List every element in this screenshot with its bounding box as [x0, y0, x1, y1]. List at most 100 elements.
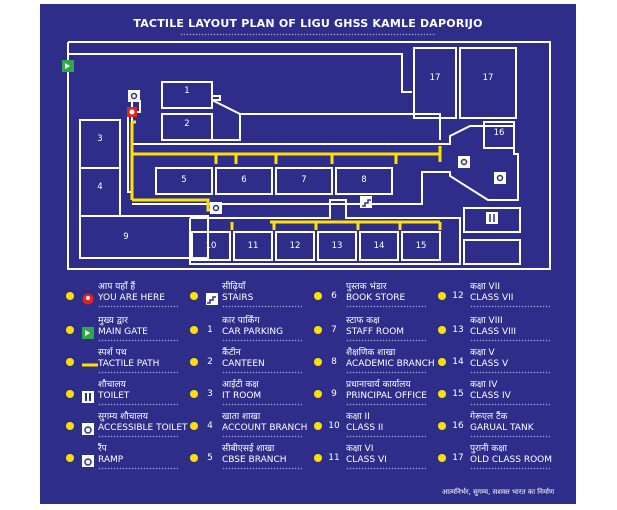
room-label-14: 14 [374, 241, 385, 251]
legend-braille [346, 403, 426, 406]
legend-hindi-label: सीबीएसई शाखा [222, 444, 275, 454]
legend-english-label: ACADEMIC BRANCH [346, 359, 435, 369]
accessible-toilet-icon [82, 420, 94, 439]
legend-english-label: RAMP [98, 455, 124, 465]
legend-english-label: STAFF ROOM [346, 327, 405, 337]
legend-hindi-label: खाता शाखा [222, 412, 261, 422]
footer-slogan: आत्मनिर्भर, सुगम्य, सशक्त भारत का निर्मा… [441, 488, 554, 496]
legend-english-label: ACCOUNT BRANCH [222, 423, 308, 433]
legend-hindi-label: कक्षा IV [470, 380, 498, 390]
legend-number: 11 [328, 453, 340, 463]
legend-item: शैक्षणिक शाखाACADEMIC BRANCH [346, 348, 435, 374]
legend-bullet [438, 422, 446, 430]
legend-hindi-label: कक्षा VII [470, 282, 501, 292]
legend-braille [346, 467, 426, 470]
room-8 [335, 167, 393, 195]
toilet-icon [82, 388, 94, 407]
legend-bullet [66, 454, 74, 462]
legend-bullet [314, 358, 322, 366]
legend-hindi-label: सीढ़ियाँ [222, 282, 246, 292]
room-label-12: 12 [290, 241, 301, 251]
legend-number: 9 [331, 389, 337, 399]
room-label-5: 5 [181, 175, 186, 185]
legend-bullet [190, 454, 198, 462]
stairs-icon [206, 290, 218, 309]
legend-braille [470, 467, 550, 470]
legend-braille [98, 467, 178, 470]
room-2 [161, 113, 213, 141]
legend-bullet [190, 292, 198, 300]
room-7 [275, 167, 333, 195]
legend-english-label: CBSE BRANCH [222, 455, 287, 465]
legend-braille [470, 339, 550, 342]
legend-number: 8 [331, 357, 337, 367]
legend-bullet [66, 390, 74, 398]
legend-braille [346, 305, 426, 308]
room-4 [79, 167, 121, 217]
legend-hindi-label: कक्षा VI [346, 444, 374, 454]
room-16 [483, 121, 515, 149]
legend-bullet [66, 326, 74, 334]
legend-english-label: TACTILE PATH [98, 359, 160, 369]
legend-braille [470, 403, 550, 406]
legend-english-label: IT ROOM [222, 391, 262, 401]
legend-english-label: ACCESSIBLE TOILET [98, 423, 188, 433]
room-6 [215, 167, 273, 195]
legend-item: पुरानी कक्षाOLD CLASS ROOM [470, 444, 552, 470]
room-10 [191, 231, 231, 261]
room-label-3: 3 [97, 134, 102, 144]
legend-english-label: CAR PARKING [222, 327, 284, 337]
stairs-icon [360, 196, 372, 208]
room-label-16: 16 [494, 128, 505, 138]
legend-bullet [438, 326, 446, 334]
room-9 [79, 215, 209, 259]
legend-item: सीढ़ियाँSTAIRS [222, 282, 302, 308]
legend-bullet [314, 422, 322, 430]
legend-bullet [66, 422, 74, 430]
room-label-8: 8 [361, 175, 366, 185]
legend-braille [346, 435, 426, 438]
legend-number: 17 [452, 453, 464, 463]
legend-english-label: BOOK STORE [346, 293, 406, 303]
legend-number: 16 [452, 421, 464, 431]
legend-hindi-label: रैंप [98, 444, 107, 454]
legend-number: 6 [331, 291, 337, 301]
room-17a [413, 47, 457, 119]
legend-hindi-label: कक्षा VIII [470, 316, 503, 326]
legend-hindi-label: शौचालय [98, 380, 126, 390]
map-title: TACTILE LAYOUT PLAN OF LIGU GHSS KAMLE D… [133, 17, 483, 30]
legend-bullet [66, 292, 74, 300]
legend-bullet [314, 326, 322, 334]
legend-english-label: CLASS VIII [470, 327, 517, 337]
legend-bullet [190, 390, 198, 398]
room-13 [317, 231, 357, 261]
legend-english-label: CLASS V [470, 359, 509, 369]
legend-english-label: CANTEEN [222, 359, 265, 369]
legend-braille [470, 371, 550, 374]
room-label-17a: 17 [430, 73, 441, 83]
legend-english-label: CLASS IV [470, 391, 511, 401]
room-label-17b: 17 [483, 73, 494, 83]
tactile-path-icon [82, 356, 98, 375]
room-label-13: 13 [332, 241, 343, 251]
room-label-15: 15 [416, 241, 427, 251]
toilet-block [463, 207, 521, 233]
legend-english-label: STAIRS [222, 293, 254, 303]
room-label-1: 1 [184, 86, 189, 96]
legend-english-label: CLASS II [346, 423, 384, 433]
legend-number: 12 [452, 291, 464, 301]
room-label-6: 6 [241, 175, 246, 185]
accessible-toilet-icon [494, 172, 506, 184]
accessible-toilet-icon [458, 156, 470, 168]
legend-bullet [438, 358, 446, 366]
